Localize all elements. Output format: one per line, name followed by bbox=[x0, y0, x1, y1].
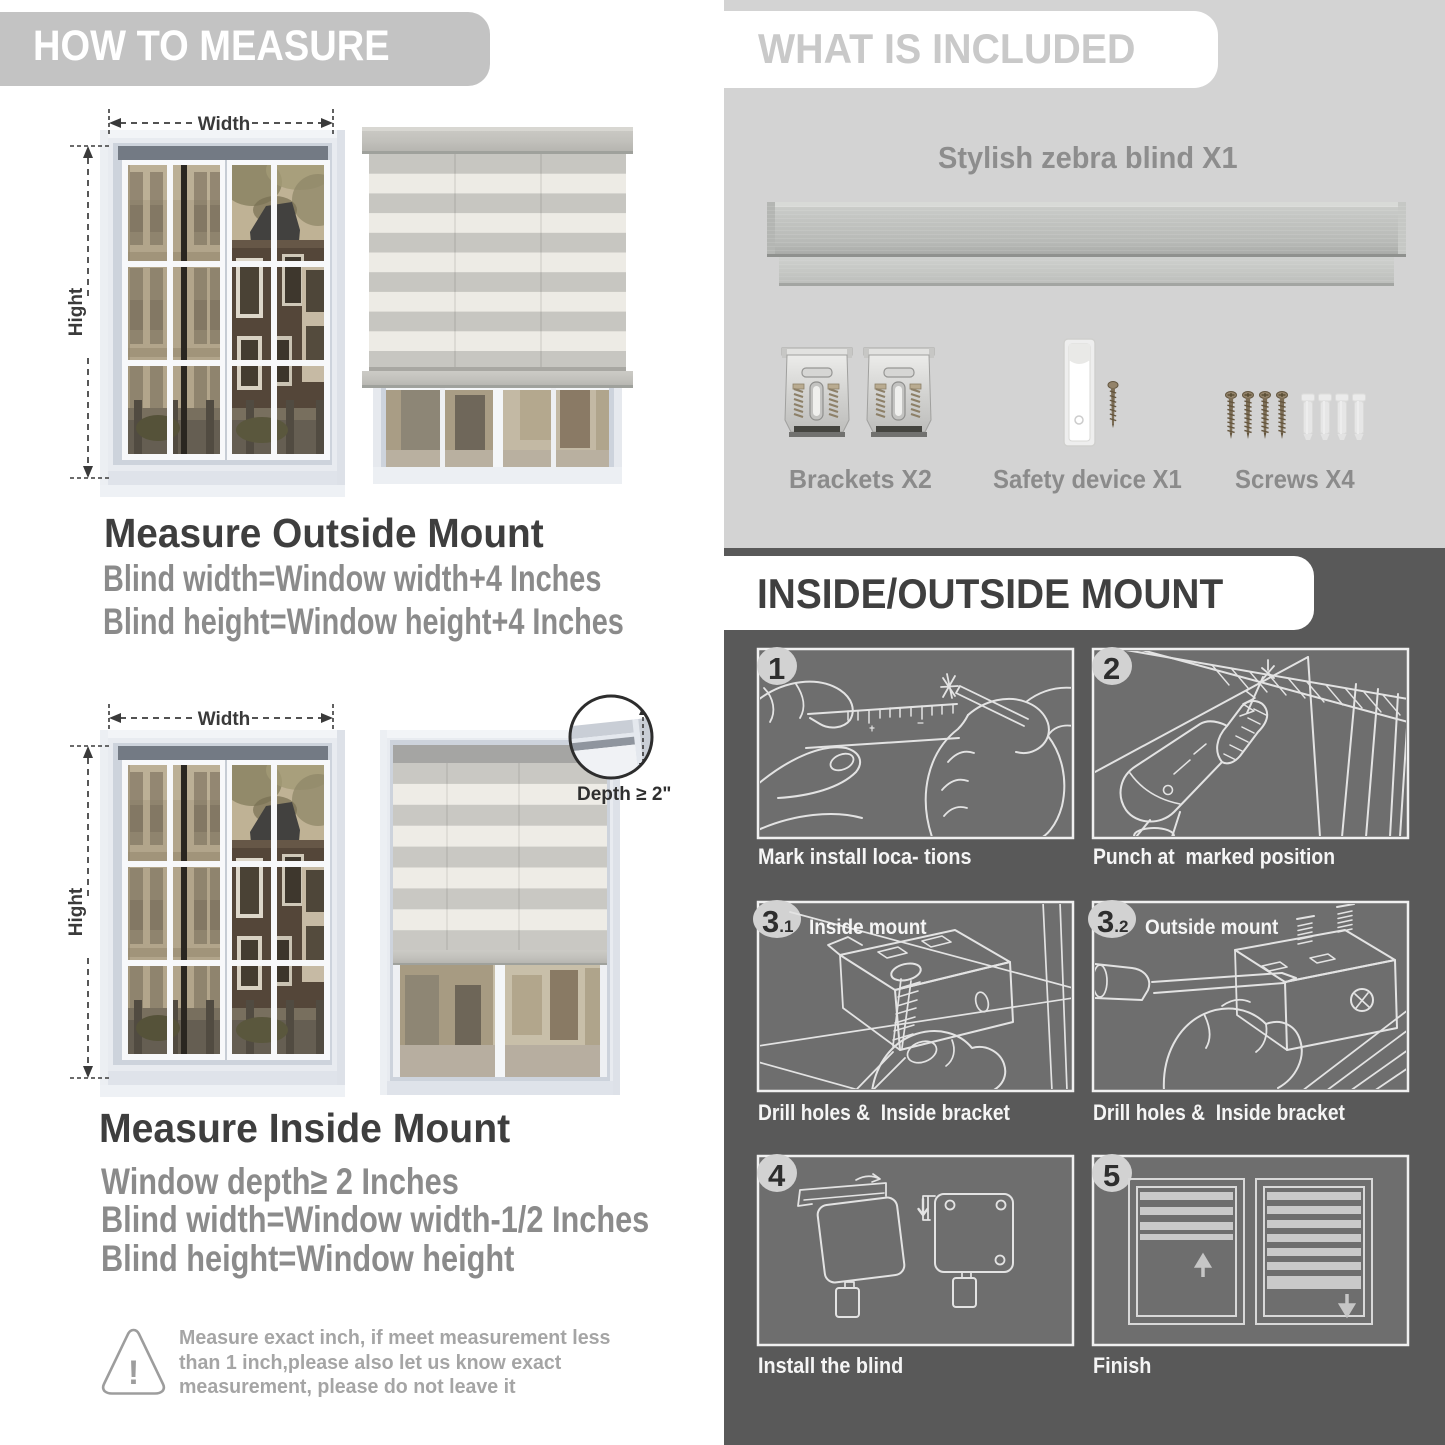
svg-text:Width: Width bbox=[198, 709, 251, 730]
svg-text:Hight: Hight bbox=[66, 887, 87, 936]
svg-text:Width: Width bbox=[198, 114, 251, 135]
svg-text:!: ! bbox=[128, 1354, 139, 1392]
svg-text:Hight: Hight bbox=[66, 287, 87, 336]
